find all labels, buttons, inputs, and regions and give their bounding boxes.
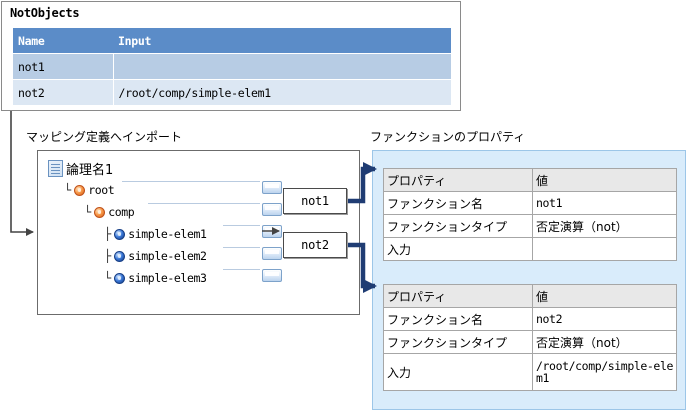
tree-elbow-icon: └ [84,205,92,219]
tree-node-label: simple-elem3 [128,271,207,285]
mapping-port-icon[interactable] [262,225,282,238]
table-row: ファンクションタイプ 否定演算（not） [383,330,677,354]
function-node-label: not2 [301,238,329,252]
property-value: not1 [532,191,677,215]
tree-node-label: 論理名1 [66,162,114,178]
mapping-port-icon[interactable] [262,269,282,282]
property-value [532,237,677,261]
tree-node-label: root [88,183,115,197]
property-key: ファンクションタイプ [383,214,533,238]
table-row: 入力 [383,237,677,261]
table-row: 入力 /root/comp/simple-elem1 [383,353,677,391]
table-header-row: Name Input [13,28,451,54]
complex-type-icon [94,206,106,218]
table-row: ファンクション名 not2 [383,307,677,331]
tree-elbow-icon: └ [64,183,72,197]
column-header-value: 値 [532,168,677,192]
property-key: ファンクション名 [383,191,533,215]
document-icon [48,159,63,177]
mapping-port-icon[interactable] [262,181,282,194]
table-row: ファンクション名 not1 [383,191,677,215]
function-node-not1[interactable]: not1 [283,188,347,214]
tree-leader-line [223,247,260,248]
mapping-import-caption: マッピング定義へインポート [26,130,183,144]
property-key: 入力 [383,353,533,391]
notobjects-title: NotObjects [10,6,80,20]
function-properties-table-not1: プロパティ 値 ファンクション名 not1 ファンクションタイプ 否定演算（no… [383,168,677,261]
property-value: /root/comp/simple-elem1 [532,353,677,391]
property-value: not2 [532,307,677,331]
simple-element-icon [114,228,126,240]
notobjects-table: Name Input not1 not2 /root/comp/simple-e… [13,28,451,105]
cell-name: not2 [13,79,114,105]
column-header-property: プロパティ [383,284,533,308]
tree-node-simple-elem2[interactable]: ├ simple-elem2 [104,247,207,265]
table-row: ファンクションタイプ 否定演算（not） [383,214,677,238]
cell-name: not1 [13,53,114,80]
tree-tee-icon: ├ [104,249,112,263]
function-property-caption: ファンクションのプロパティ [370,130,526,144]
tree-leader-line [223,225,260,226]
tree-tee-icon: ├ [104,227,112,241]
tree-leader-line [148,203,260,204]
column-header-property: プロパティ [383,168,533,192]
column-header-value: 値 [532,284,677,308]
tree-node-simple-elem1[interactable]: ├ simple-elem1 [104,225,207,243]
table-header-row: プロパティ 値 [383,284,677,308]
column-header-name: Name [13,28,113,54]
cell-input: /root/comp/simple-elem1 [113,79,451,105]
tree-node-root[interactable]: └ root [64,181,115,199]
table-row[interactable]: not2 /root/comp/simple-elem1 [13,79,451,105]
cell-input [113,53,451,80]
column-header-input: Input [113,28,451,54]
mapping-port-icon[interactable] [262,247,282,260]
property-key: 入力 [383,237,533,261]
property-key: ファンクションタイプ [383,330,533,354]
tree-corner-icon: └ [104,271,112,285]
tree-node-simple-elem3[interactable]: └ simple-elem3 [104,269,207,287]
mapping-port-icon[interactable] [262,203,282,216]
simple-element-icon [114,250,126,262]
property-key: ファンクション名 [383,307,533,331]
tree-node-comp[interactable]: └ comp [84,203,135,221]
property-value: 否定演算（not） [532,214,677,238]
table-row[interactable]: not1 [13,53,451,80]
simple-element-icon [114,272,126,284]
property-value: 否定演算（not） [532,330,677,354]
tree-node-label: simple-elem2 [128,249,207,263]
function-properties-panel: プロパティ 値 ファンクション名 not1 ファンクションタイプ 否定演算（no… [372,150,686,410]
function-node-label: not1 [301,194,329,208]
function-properties-table-not2: プロパティ 値 ファンクション名 not2 ファンクションタイプ 否定演算（no… [383,284,677,391]
tree-leader-line [122,181,260,182]
complex-type-icon [74,184,86,196]
tree-node-label: comp [108,205,135,219]
notobjects-panel: NotObjects Name Input not1 not2 /root/co… [1,1,461,111]
tree-node-root-document[interactable]: 論理名1 [48,159,114,178]
tree-leader-line [223,269,260,270]
table-header-row: プロパティ 値 [383,168,677,192]
tree-node-label: simple-elem1 [128,227,207,241]
function-node-not2[interactable]: not2 [283,232,347,258]
